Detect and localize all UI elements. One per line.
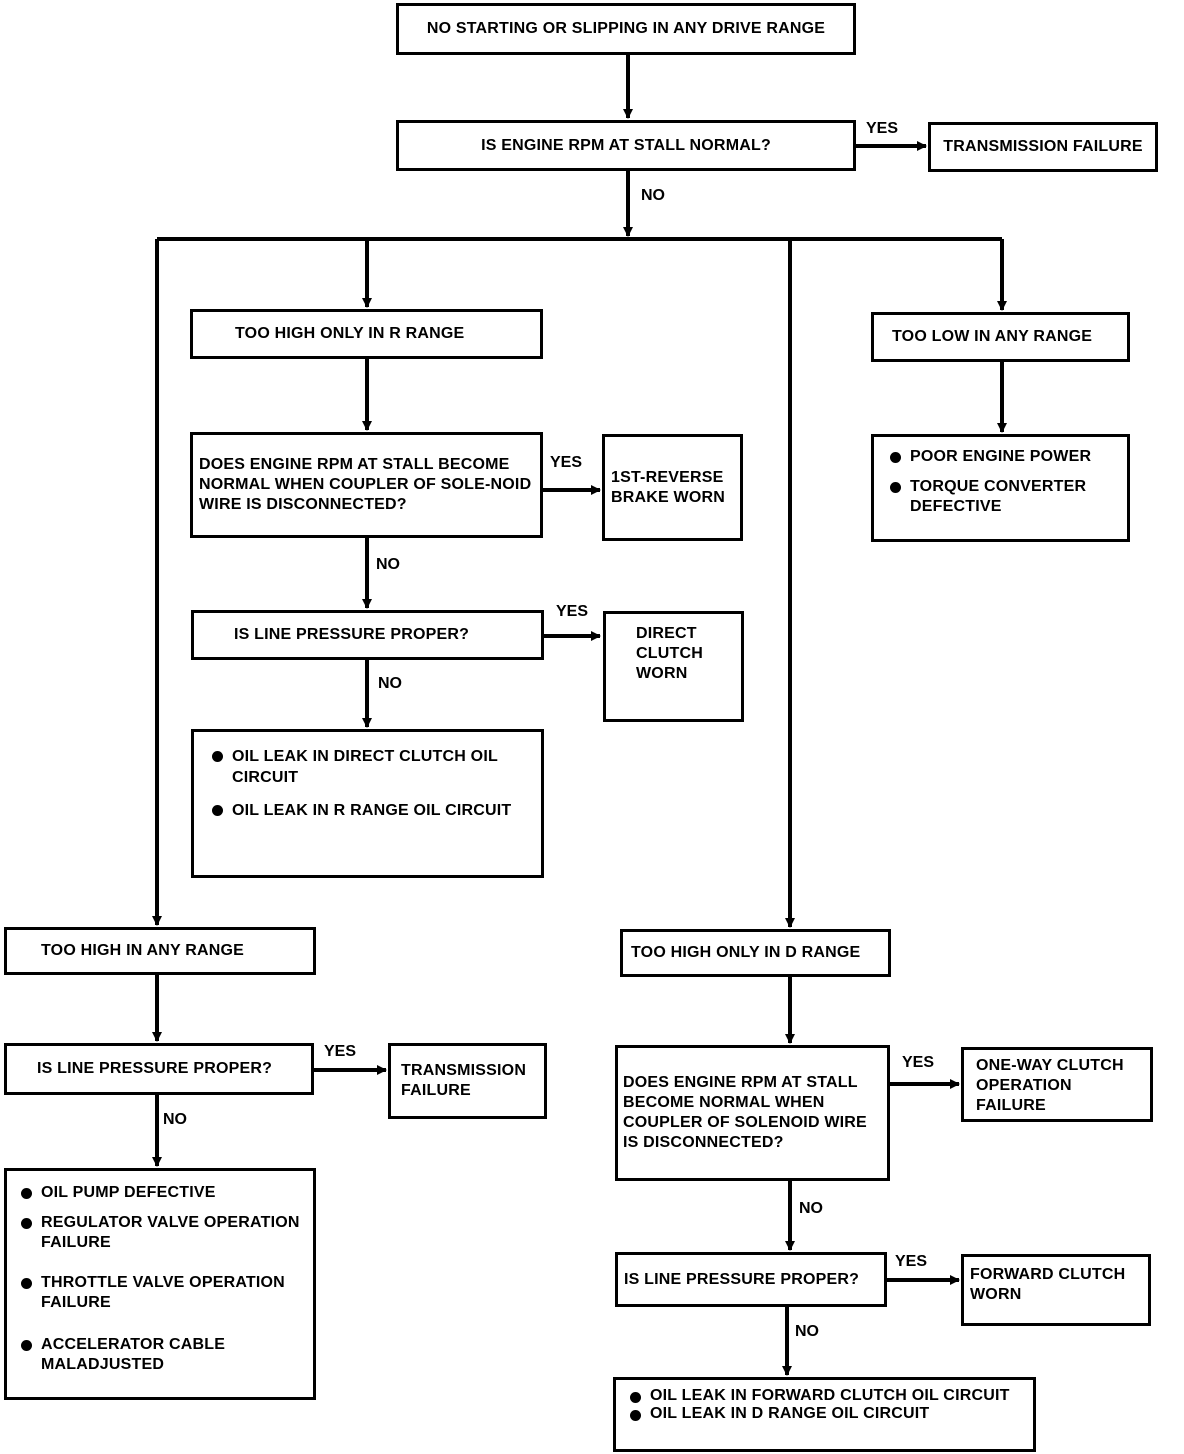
- transmission-failure-text-any: TRANSMISSION FAILURE: [401, 1062, 527, 1099]
- first-reverse-brake-box: 1ST-REVERSE BRAKE WORN: [602, 434, 743, 541]
- start-text: NO STARTING OR SLIPPING IN ANY DRIVE RAN…: [426, 20, 826, 37]
- no-label-r-solenoid: NO: [376, 556, 400, 573]
- r-line-pressure-box: IS LINE PRESSURE PROPER?: [191, 610, 544, 660]
- any-cause-item: REGULATOR VALVE OPERATION FAILURE: [17, 1213, 303, 1253]
- yes-label-any-line: YES: [324, 1043, 357, 1060]
- transmission-failure-text-top: TRANSMISSION FAILURE: [943, 138, 1143, 155]
- too-high-any-range-text: TOO HIGH IN ANY RANGE: [41, 942, 245, 959]
- direct-clutch-worn-box: DIRECT CLUTCH WORN: [603, 611, 744, 722]
- first-reverse-brake-text: 1ST-REVERSE BRAKE WORN: [611, 468, 725, 506]
- yes-label-d-line: YES: [895, 1253, 928, 1270]
- yes-label-d-solenoid: YES: [902, 1054, 935, 1071]
- d-leak-item: OIL LEAK IN FORWARD CLUTCH OIL CIRCUIT: [626, 1387, 1023, 1405]
- one-way-clutch-text: ONE-WAY CLUTCH OPERATION FAILURE: [976, 1057, 1124, 1114]
- d-line-pressure-text: IS LINE PRESSURE PROPER?: [624, 1270, 860, 1288]
- any-cause-item: ACCELERATOR CABLE MALADJUSTED: [17, 1335, 303, 1375]
- too-low-any-range-box: TOO LOW IN ANY RANGE: [871, 312, 1130, 362]
- transmission-failure-box-top: TRANSMISSION FAILURE: [928, 122, 1158, 172]
- low-cause-item: TORQUE CONVERTER DEFECTIVE: [886, 477, 1115, 517]
- low-cause-item: POOR ENGINE POWER: [886, 447, 1115, 467]
- no-label-any-line: NO: [163, 1111, 187, 1128]
- r-line-pressure-text: IS LINE PRESSURE PROPER?: [234, 626, 470, 643]
- r-leaks-list: OIL LEAK IN DIRECT CLUTCH OIL CIRCUIT OI…: [208, 746, 527, 821]
- yes-label-stall: YES: [866, 120, 899, 137]
- d-solenoid-question-text: DOES ENGINE RPM AT STALL BECOME NORMAL W…: [623, 1074, 867, 1151]
- d-solenoid-question-box: DOES ENGINE RPM AT STALL BECOME NORMAL W…: [615, 1045, 890, 1181]
- no-label-d-solenoid: NO: [799, 1200, 823, 1217]
- no-label-d-line: NO: [795, 1323, 819, 1340]
- forward-clutch-worn-text: FORWARD CLUTCH WORN: [970, 1266, 1126, 1303]
- r-leaks-box: OIL LEAK IN DIRECT CLUTCH OIL CIRCUIT OI…: [191, 729, 544, 878]
- start-box: NO STARTING OR SLIPPING IN ANY DRIVE RAN…: [396, 3, 856, 55]
- too-high-d-range-box: TOO HIGH ONLY IN D RANGE: [620, 929, 891, 977]
- d-leaks-list: OIL LEAK IN FORWARD CLUTCH OIL CIRCUIT O…: [626, 1387, 1023, 1423]
- no-label-r-line: NO: [378, 675, 402, 692]
- any-cause-item: OIL PUMP DEFECTIVE: [17, 1183, 303, 1203]
- stall-question-box: IS ENGINE RPM AT STALL NORMAL?: [396, 120, 856, 171]
- any-causes-box: OIL PUMP DEFECTIVE REGULATOR VALVE OPERA…: [4, 1168, 316, 1400]
- direct-clutch-worn-text: DIRECT CLUTCH WORN: [636, 625, 703, 682]
- no-label-stall: NO: [641, 187, 665, 204]
- r-solenoid-question-box: DOES ENGINE RPM AT STALL BECOME NORMAL W…: [190, 432, 543, 538]
- d-line-pressure-box: IS LINE PRESSURE PROPER?: [615, 1252, 887, 1307]
- r-leak-item: OIL LEAK IN R RANGE OIL CIRCUIT: [208, 800, 527, 821]
- r-solenoid-question-text: DOES ENGINE RPM AT STALL BECOME NORMAL W…: [199, 456, 532, 513]
- r-leak-item: OIL LEAK IN DIRECT CLUTCH OIL CIRCUIT: [208, 746, 527, 788]
- forward-clutch-worn-box: FORWARD CLUTCH WORN: [961, 1254, 1151, 1326]
- d-leak-item: OIL LEAK IN D RANGE OIL CIRCUIT: [626, 1405, 1023, 1423]
- any-cause-item: THROTTLE VALVE OPERATION FAILURE: [17, 1273, 303, 1313]
- low-causes-list: POOR ENGINE POWER TORQUE CONVERTER DEFEC…: [886, 447, 1115, 517]
- too-high-r-range-text: TOO HIGH ONLY IN R RANGE: [235, 325, 465, 342]
- stall-question-text: IS ENGINE RPM AT STALL NORMAL?: [481, 136, 771, 154]
- too-high-d-range-text: TOO HIGH ONLY IN D RANGE: [631, 944, 861, 961]
- any-line-pressure-text: IS LINE PRESSURE PROPER?: [37, 1060, 273, 1077]
- too-low-any-range-text: TOO LOW IN ANY RANGE: [892, 328, 1093, 345]
- too-high-r-range-box: TOO HIGH ONLY IN R RANGE: [190, 309, 543, 359]
- too-high-any-range-box: TOO HIGH IN ANY RANGE: [4, 927, 316, 975]
- any-line-pressure-box: IS LINE PRESSURE PROPER?: [4, 1043, 314, 1095]
- yes-label-r-solenoid: YES: [550, 454, 583, 471]
- low-causes-box: POOR ENGINE POWER TORQUE CONVERTER DEFEC…: [871, 434, 1130, 542]
- any-causes-list: OIL PUMP DEFECTIVE REGULATOR VALVE OPERA…: [17, 1183, 303, 1375]
- yes-label-r-line: YES: [556, 603, 589, 620]
- d-leaks-box: OIL LEAK IN FORWARD CLUTCH OIL CIRCUIT O…: [613, 1377, 1036, 1452]
- transmission-failure-box-any: TRANSMISSION FAILURE: [388, 1043, 547, 1119]
- one-way-clutch-box: ONE-WAY CLUTCH OPERATION FAILURE: [961, 1047, 1153, 1122]
